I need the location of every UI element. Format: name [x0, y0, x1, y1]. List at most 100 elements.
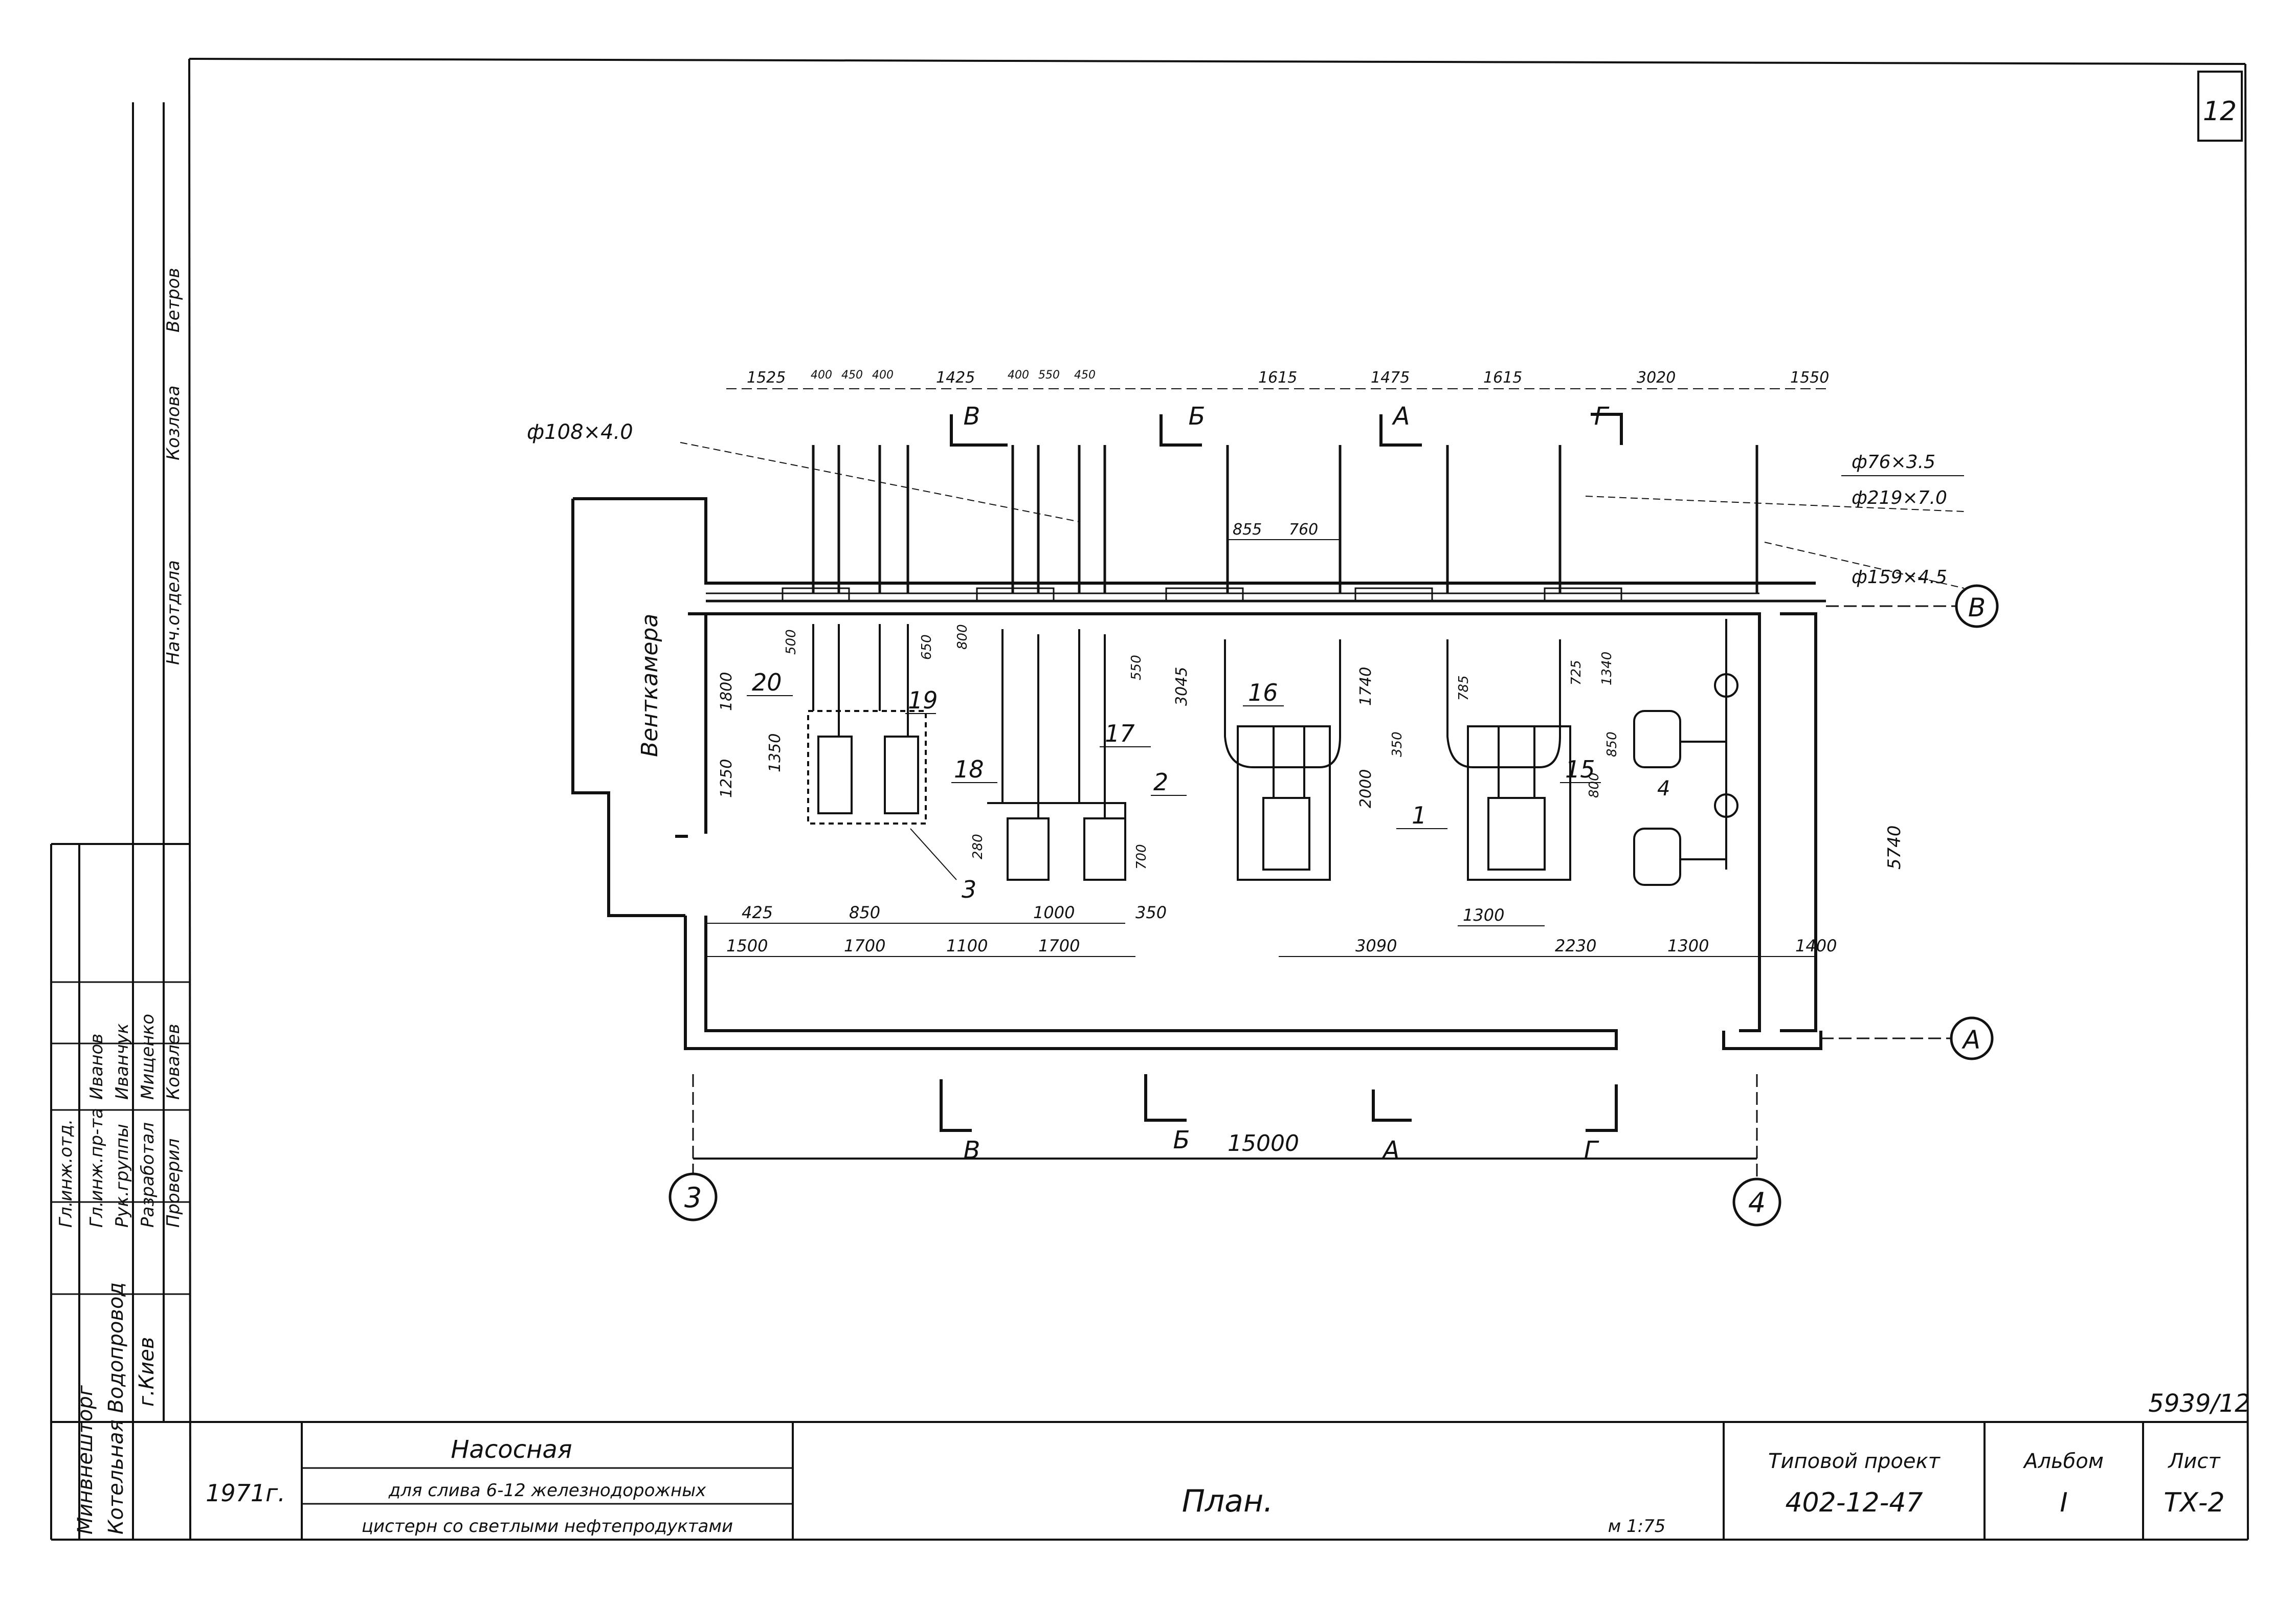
dim-v-1: 1800 — [718, 672, 735, 711]
axis-label-4: 4 — [1748, 1187, 1766, 1219]
dim-b2-1: 1700 — [844, 936, 885, 955]
section-mark-b-top: Б — [1189, 402, 1206, 431]
scale-label: м 1:75 — [1608, 1516, 1666, 1537]
signature-title-6: Нач.отдела — [163, 560, 184, 665]
dim-b1-4: 1300 — [1463, 905, 1504, 925]
equipment-tag-17: 17 — [1105, 720, 1135, 747]
section-mark-v-top: В — [964, 402, 980, 431]
signature-strip: Гл.инж.отд. Гл.инж.пр-та Рук.группы Разр… — [51, 268, 189, 1535]
dim-v-18: 700 — [1134, 844, 1149, 870]
dim-top-9: 1475 — [1371, 369, 1410, 387]
section-mark-g-bottom: Г — [1584, 1136, 1599, 1165]
dim-v-14: 800 — [1587, 772, 1602, 798]
org-city: г.Киев — [135, 1337, 159, 1407]
dim-v-5: 650 — [919, 634, 934, 660]
dim-b2-7: 1400 — [1795, 936, 1837, 955]
signature-title-4: Разработал — [138, 1122, 158, 1228]
dims-vertical: 500 1800 1250 1350 800 650 3045 550 1740… — [718, 624, 1905, 870]
signature-name-6: Ветров — [163, 268, 184, 332]
section-mark-v-bottom: В — [964, 1136, 980, 1165]
equipment-tag-2: 2 — [1153, 768, 1168, 796]
dim-v-13: 1340 — [1599, 652, 1615, 685]
section-mark-b-bottom: Б — [1173, 1126, 1190, 1154]
dim-top-4: 1425 — [936, 369, 975, 387]
equipment-leaders — [747, 695, 1601, 880]
dim-v-17: 280 — [970, 834, 986, 859]
signature-title-3: Рук.группы — [112, 1124, 132, 1228]
pipe-label-219: ф219×7.0 — [1852, 487, 1947, 508]
pipe-label-76: ф76×3.5 — [1852, 452, 1935, 473]
pump-group-16 — [1224, 639, 1341, 881]
dim-b2-3: 1700 — [1038, 936, 1080, 955]
pump-group-4 — [1633, 619, 1738, 886]
drawing-title: План. — [1182, 1483, 1274, 1519]
dims-bottom: 425 850 1000 350 1300 1500 1700 1100 170… — [706, 903, 1837, 957]
dim-v-0: 500 — [784, 629, 799, 655]
archive-number: 5939/12 — [2148, 1389, 2250, 1418]
equipment-tags: 20 19 18 17 2 16 1 15 4 3 — [752, 669, 1670, 903]
album-label: Альбом — [2022, 1450, 2104, 1473]
dim-b1-2: 1000 — [1033, 903, 1075, 922]
axis-markers: В А 3 4 — [668, 584, 1999, 1227]
dim-b2-4: 3090 — [1355, 936, 1397, 955]
title-project-name-1: Насосная — [451, 1435, 572, 1464]
title-year: 1971г. — [206, 1479, 285, 1507]
dim-v-9: 350 — [1390, 731, 1405, 757]
org-department: Котельная Водопровод — [104, 1282, 128, 1535]
dim-top-6: 550 — [1038, 369, 1060, 382]
ventchamber-label: Венткамера — [637, 614, 663, 757]
dim-v-3: 1350 — [766, 733, 784, 772]
signature-title-5: Проверил — [163, 1139, 184, 1228]
dim-v-11: 785 — [1456, 675, 1472, 701]
section-mark-a-bottom: А — [1381, 1136, 1400, 1165]
axis-label-v: В — [1968, 593, 1986, 622]
dim-top-10: 1615 — [1483, 369, 1522, 387]
dims-top: 1525 400 450 400 1425 400 550 450 1615 1… — [726, 369, 1831, 389]
dim-top-1: 400 — [811, 369, 832, 382]
dim-v-12: 725 — [1569, 660, 1584, 685]
section-mark-a-top: А — [1392, 402, 1410, 431]
signature-name-2: Иванчук — [112, 1023, 132, 1100]
equipment-tag-3: 3 — [962, 876, 976, 903]
sheet-value: ТХ-2 — [2164, 1487, 2224, 1518]
equipment-tag-1: 1 — [1412, 802, 1426, 829]
dim-top-8: 1615 — [1258, 369, 1297, 387]
equipment-tag-18: 18 — [954, 755, 984, 783]
dim-top-12: 1550 — [1790, 369, 1829, 387]
signature-title-1: Гл.инж.отд. — [56, 1119, 76, 1228]
dim-v-4: 800 — [955, 624, 970, 650]
dim-v-15: 850 — [1604, 731, 1620, 757]
pipe-labels: ф108×4.0 ф76×3.5 ф219×7.0 ф159×4.5 — [527, 420, 1965, 589]
signature-title-2: Гл.инж.пр-та — [86, 1108, 107, 1228]
dim-v-16: 5740 — [1884, 825, 1905, 870]
equipment-tag-19: 19 — [908, 686, 938, 714]
equipment-tag-20: 20 — [752, 669, 782, 696]
equipment-tag-15: 15 — [1565, 755, 1595, 783]
signature-name-1: Иванов — [86, 1034, 107, 1100]
title-block: 1971г. Насосная для слива 6-12 железнодо… — [189, 1389, 2250, 1540]
signature-name-3: Мищенко — [138, 1014, 158, 1100]
dim-v-8: 1740 — [1357, 667, 1375, 706]
org-ministry: Минвнешторг — [74, 1385, 97, 1535]
project-number: 402-12-47 — [1785, 1487, 1923, 1518]
dim-top-5: 400 — [1008, 369, 1029, 382]
sheet-border — [50, 58, 2249, 1541]
dim-b2-0: 1500 — [726, 936, 768, 955]
dim-top-2: 450 — [841, 369, 863, 382]
pump-group-left — [807, 624, 927, 825]
trench — [706, 587, 1759, 602]
dim-v-7: 550 — [1129, 655, 1144, 680]
section-mark-g-top: Г — [1594, 402, 1610, 431]
sheet-number: 12 — [2203, 96, 2237, 127]
pipe-label-159: ф159×4.5 — [1852, 567, 1947, 588]
dim-top-7: 450 — [1074, 369, 1096, 382]
dim-mid-0: 855 — [1233, 521, 1262, 539]
overall-dim-value: 15000 — [1228, 1130, 1299, 1157]
pump-group-middle — [987, 629, 1126, 881]
pump-group-1 — [1446, 639, 1571, 881]
dim-top-0: 1525 — [747, 369, 786, 387]
pipe-risers — [812, 445, 1758, 593]
axis-label-3: 3 — [684, 1182, 702, 1214]
dim-v-2: 1250 — [718, 759, 735, 798]
